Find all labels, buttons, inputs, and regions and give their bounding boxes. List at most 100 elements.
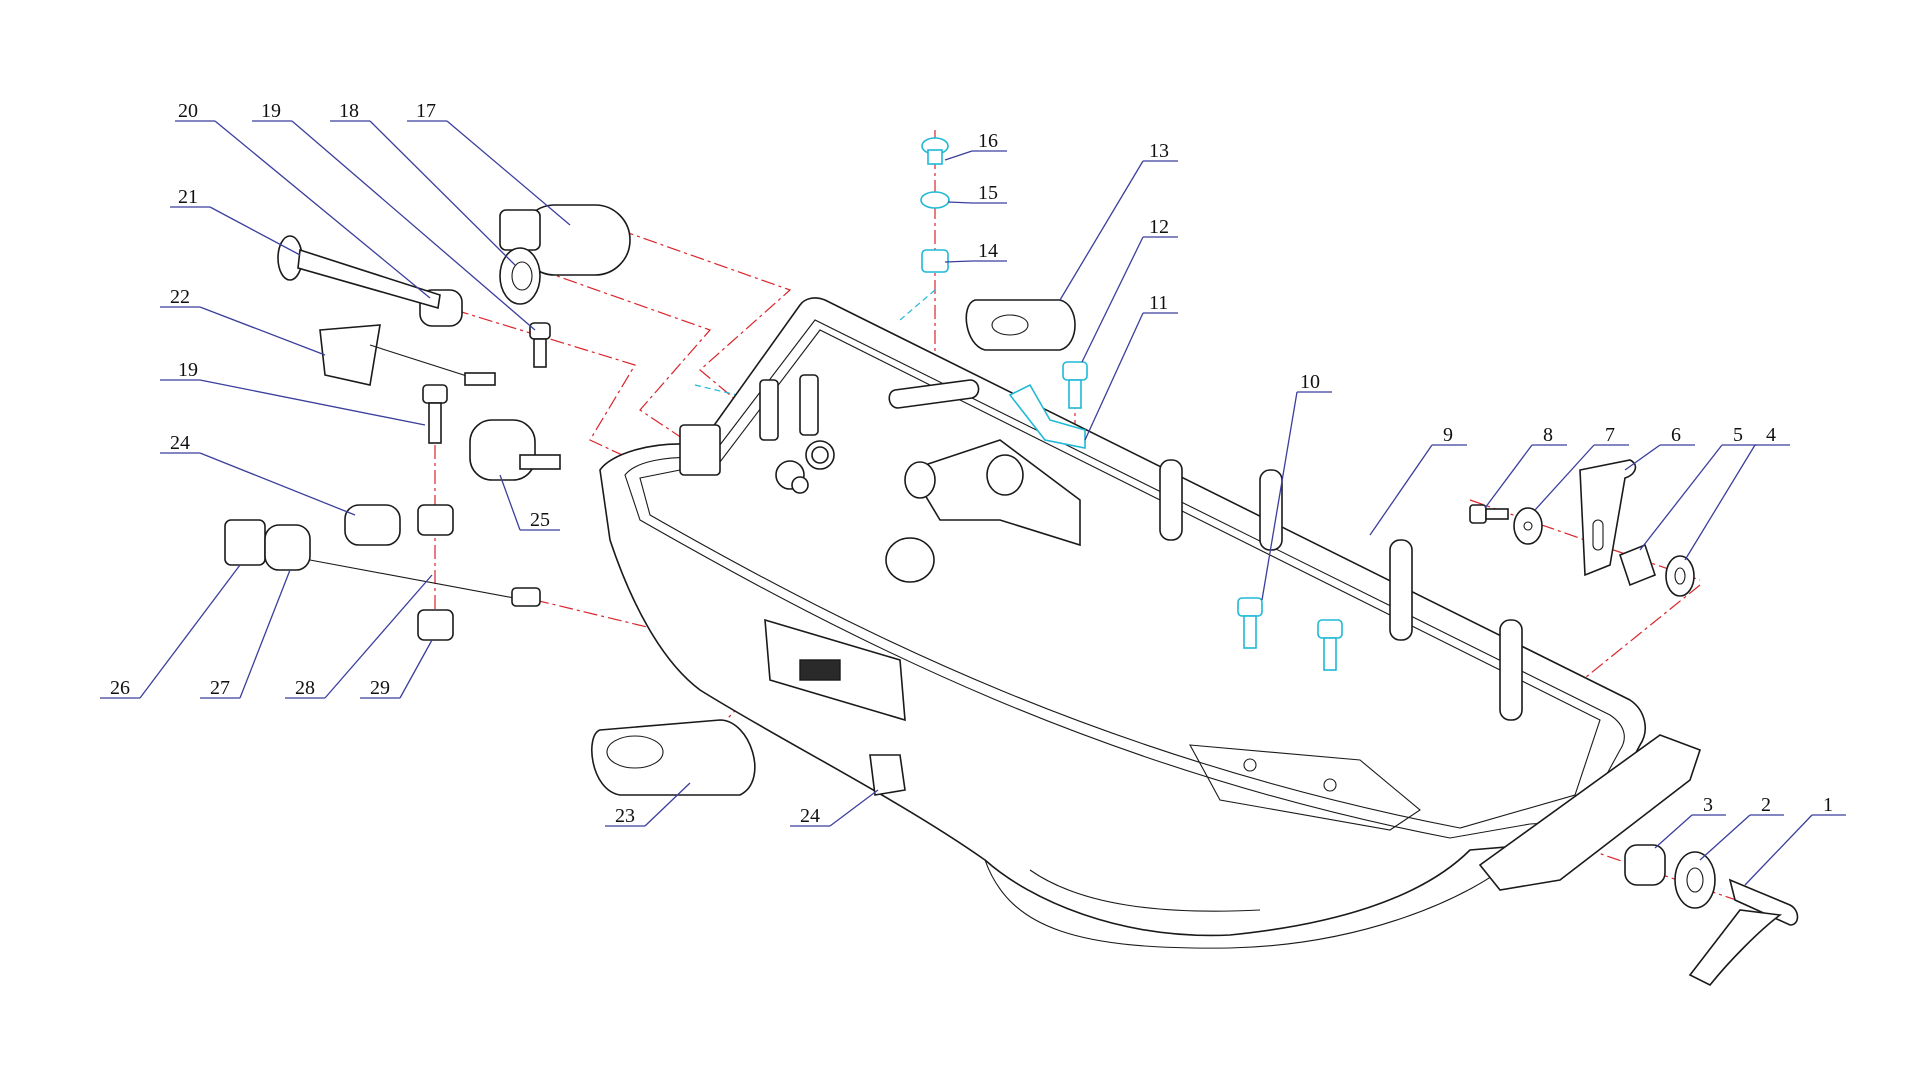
leader-2 [1699, 814, 1751, 861]
clip-29-lower [417, 609, 454, 641]
callout-9: 9 [1443, 424, 1453, 446]
leader-7 [1534, 444, 1595, 511]
part-28-rod [309, 559, 541, 607]
rear-foot [1478, 734, 1702, 891]
part-19a-bolt [529, 322, 551, 368]
bottom-plate [1189, 744, 1421, 831]
washer-7-hole [1523, 521, 1533, 531]
leader-21 [209, 206, 301, 256]
callout-25: 25 [530, 509, 550, 531]
callout-17: 17 [416, 100, 436, 122]
callout-14: 14 [978, 240, 998, 262]
part-16-screw [921, 137, 949, 165]
leader-lines [100, 120, 1846, 886]
part-14-nut [921, 249, 949, 273]
part-3-bushing [1624, 844, 1666, 886]
leader-29 [399, 639, 433, 699]
part-23-grommet [591, 719, 756, 796]
part-17-knob [499, 204, 631, 276]
part-2-washer [1674, 851, 1716, 909]
leader-11 [1084, 312, 1144, 441]
fitting-26 [224, 519, 266, 566]
rod-28-end [511, 587, 541, 607]
bracket-boss-3 [885, 537, 935, 583]
part-26-fitting [224, 519, 266, 566]
callout-3: 3 [1703, 794, 1713, 816]
washer-4-hole [1674, 567, 1686, 585]
grommet-13-hole [991, 314, 1029, 336]
bolt-8-head [1469, 504, 1487, 524]
clip-11 [1008, 383, 1086, 449]
part-8-bolt [1469, 504, 1509, 524]
bolt-19a-shank [533, 338, 547, 368]
grommet-24a [344, 504, 401, 546]
leader-20 [214, 120, 431, 299]
inner-ring-1-hole [791, 476, 809, 494]
washer-4 [1665, 555, 1695, 597]
cylinder-27 [264, 524, 311, 571]
grommet-24b [869, 754, 906, 796]
post-1 [1159, 459, 1183, 541]
part-7-washer [1513, 507, 1543, 545]
bolt-10b-shank [1323, 637, 1337, 671]
bolt-19b-shank [428, 402, 442, 444]
bolt-10a-shank [1243, 615, 1257, 649]
bolt-12-shank [1068, 379, 1082, 409]
post-4 [1499, 619, 1523, 721]
bracket-plate [1579, 459, 1637, 577]
rod-28 [309, 559, 526, 601]
ring-18-hole [511, 261, 533, 291]
callout-27: 27 [210, 677, 230, 699]
plate-hole-2 [1323, 778, 1337, 792]
leader-16 [944, 150, 973, 161]
part-25-actuator [469, 419, 561, 481]
part-27-cylinder [264, 524, 311, 571]
leader-4 [1684, 444, 1756, 561]
callout-29: 29 [370, 677, 390, 699]
lower-cowling-body [599, 297, 1702, 949]
callout-23: 23 [615, 805, 635, 827]
bolt-19a-head [529, 322, 551, 340]
bracket-slot [1592, 519, 1604, 551]
callout-15: 15 [978, 182, 998, 204]
lever-22-tip [464, 372, 496, 386]
part-19b-bolt [422, 384, 448, 444]
centerline-cyan-13 [899, 289, 936, 321]
callout-6: 6 [1671, 424, 1681, 446]
leader-17 [446, 120, 571, 226]
part-24a-grommet [344, 504, 401, 546]
part-21-shaft [277, 235, 441, 310]
part-11-clip [1008, 383, 1086, 449]
post-2 [1259, 469, 1283, 551]
rim-inner-2 [639, 329, 1601, 829]
leader-25 [499, 474, 521, 531]
part-4-washer [1665, 555, 1695, 597]
leader-22 [199, 306, 326, 356]
inner-post-a [759, 379, 779, 441]
grommet-23 [591, 719, 756, 796]
plate-hole-1 [1243, 758, 1257, 772]
leader-12 [1081, 236, 1144, 363]
inner-ring-2-hole [811, 446, 829, 464]
part-15-washer [920, 191, 950, 209]
washer-outer [1674, 851, 1716, 909]
lever-head [1728, 878, 1799, 926]
callout-4: 4 [1766, 424, 1776, 446]
callout-labels: 1 2 3 4 5 6 7 8 9 10 11 12 13 14 15 16 1… [110, 100, 1833, 827]
part-22-lever [319, 324, 496, 386]
part-12-bolt [1062, 361, 1088, 409]
callout-2: 2 [1761, 794, 1771, 816]
leader-6 [1624, 444, 1661, 471]
callout-10: 10 [1300, 371, 1320, 393]
callout-19-mid: 19 [178, 359, 198, 381]
callout-1: 1 [1823, 794, 1833, 816]
callout-5: 5 [1733, 424, 1743, 446]
callout-28: 28 [295, 677, 315, 699]
bolt-10b-head [1317, 619, 1343, 639]
callout-12: 12 [1149, 216, 1169, 238]
ring-18 [499, 247, 541, 305]
washer-hole [1686, 867, 1704, 893]
callout-11: 11 [1149, 292, 1168, 314]
hull-bottom [984, 854, 1521, 949]
